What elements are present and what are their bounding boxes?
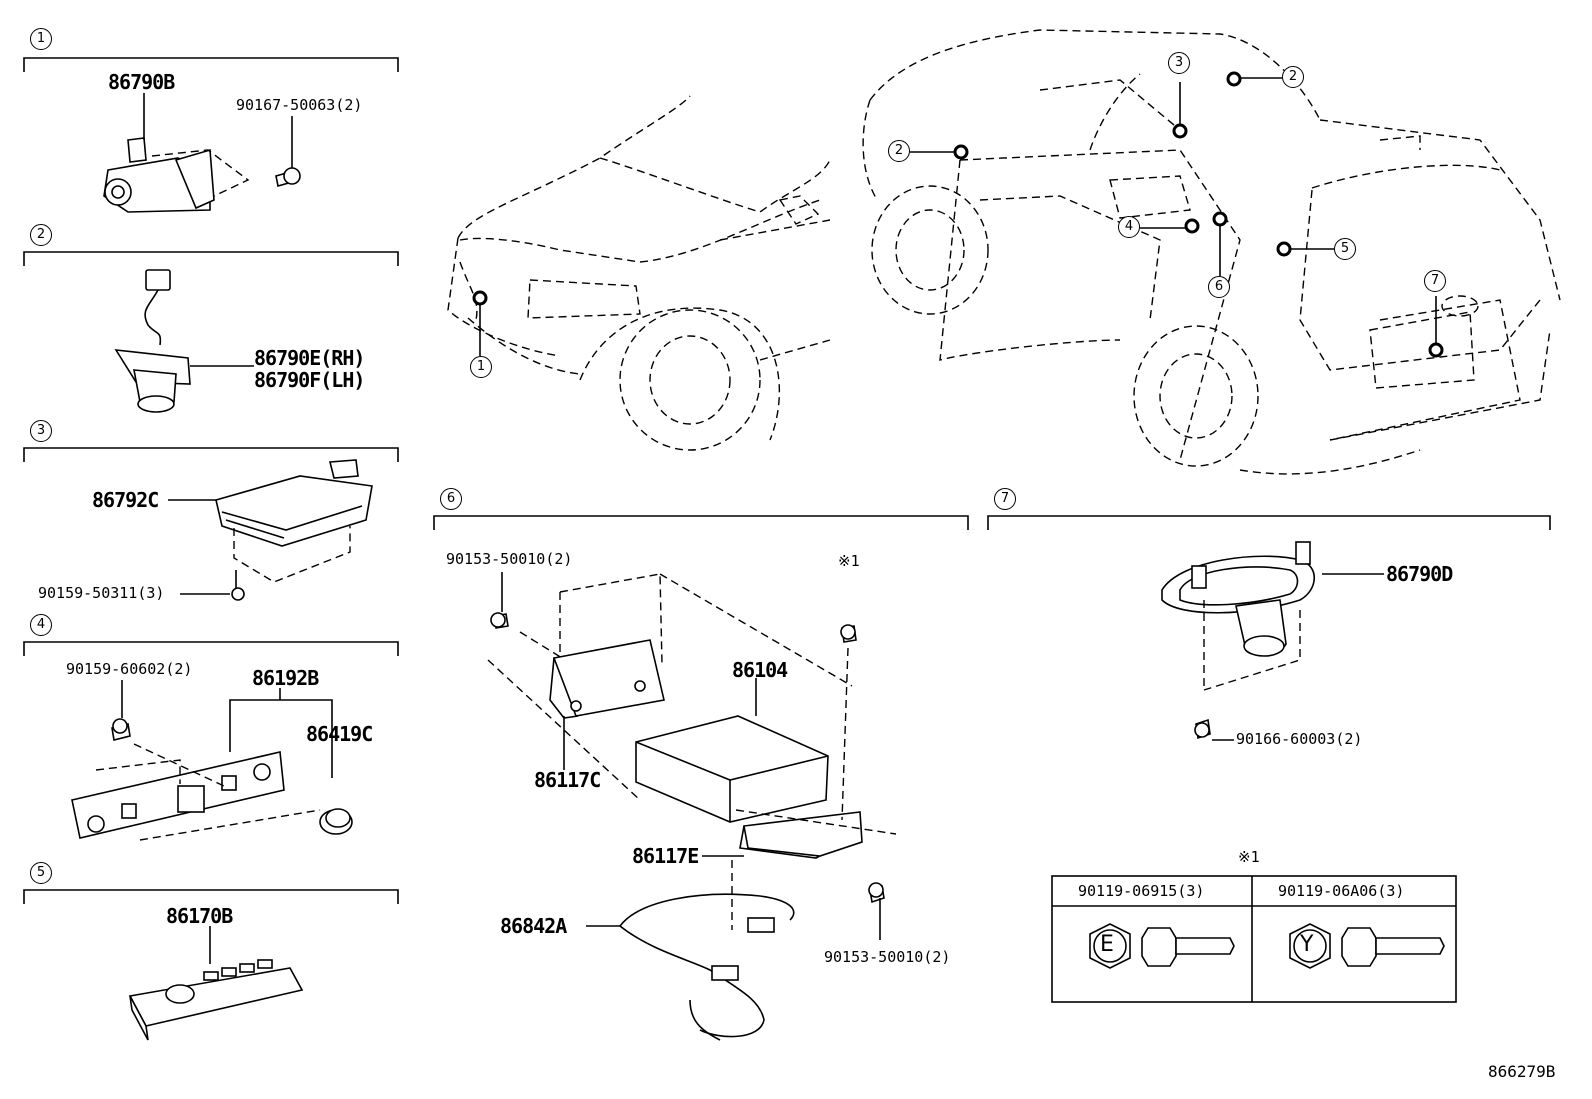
callout-rear-7: 7 — [1424, 270, 1446, 292]
section-3-number: 3 — [30, 420, 52, 442]
part-86790B: 86790B — [108, 70, 175, 94]
remote-86170B-drawing — [128, 926, 304, 1041]
section-brackets — [23, 57, 1551, 904]
part-86792C: 86792C — [92, 488, 159, 512]
callout-rear-2-left: 2 — [888, 140, 910, 162]
part-86842A: 86842A — [500, 914, 567, 938]
section-1-number: 1 — [30, 28, 52, 50]
note-mark-1: ※1 — [838, 552, 860, 570]
module-86792C-drawing — [168, 459, 373, 601]
part-90159-50311: 90159-50311(3) — [38, 584, 165, 602]
bolt-head-letter-y: Y — [1300, 932, 1314, 957]
part-86170B: 86170B — [166, 904, 233, 928]
diagram-reference-number: 866279B — [1488, 1062, 1556, 1081]
part-86790E-RH: 86790E(RH) — [254, 346, 365, 370]
camera-86790B-drawing — [103, 93, 301, 213]
callout-rear-6: 6 — [1208, 276, 1230, 298]
callout-front-1: 1 — [470, 356, 492, 378]
vehicle-rear-drawing — [862, 29, 1561, 475]
part-90153-50010-top: 90153-50010(2) — [446, 550, 573, 568]
camera-86790D-drawing — [1161, 541, 1384, 741]
part-86117C: 86117C — [534, 768, 601, 792]
part-90153-50010-bottom: 90153-50010(2) — [824, 948, 951, 966]
bolt-table-col2-part: 90119-06A06(3) — [1278, 882, 1405, 900]
bolt-head-letter-e: E — [1100, 932, 1114, 957]
switch-86192B-drawing — [71, 680, 353, 841]
part-90167-50063: 90167-50063(2) — [236, 96, 363, 114]
section-7-number: 7 — [994, 488, 1016, 510]
bolt-table-drawing — [1051, 875, 1457, 1003]
part-90166-60003: 90166-60003(2) — [1236, 730, 1363, 748]
section-5-number: 5 — [30, 862, 52, 884]
callout-rear-4: 4 — [1118, 216, 1140, 238]
part-86790D: 86790D — [1386, 562, 1453, 586]
section-6-number: 6 — [440, 488, 462, 510]
part-86117E: 86117E — [632, 844, 699, 868]
part-86790F-LH: 86790F(LH) — [254, 368, 365, 392]
callout-rear-3: 3 — [1168, 52, 1190, 74]
bolt-table-col1-part: 90119-06915(3) — [1078, 882, 1205, 900]
part-86192B: 86192B — [252, 666, 319, 690]
control-unit-86104-drawing — [487, 572, 897, 1041]
section-2-number: 2 — [30, 224, 52, 246]
part-86419C: 86419C — [306, 722, 373, 746]
part-86104: 86104 — [732, 658, 788, 682]
callout-rear-5: 5 — [1334, 238, 1356, 260]
callout-rear-2-right: 2 — [1282, 66, 1304, 88]
vehicle-front-drawing — [447, 95, 831, 451]
bolt-table-mark: ※1 — [1238, 848, 1260, 866]
camera-86790EF-drawing — [114, 269, 254, 413]
section-4-number: 4 — [30, 614, 52, 636]
part-90159-60602: 90159-60602(2) — [66, 660, 193, 678]
